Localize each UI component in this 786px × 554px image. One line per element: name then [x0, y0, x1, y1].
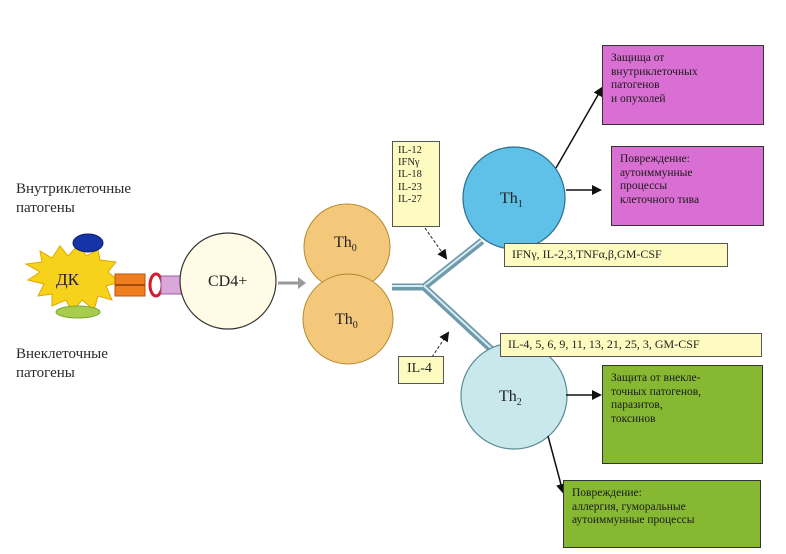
dashed-arrow-th1-inducers — [424, 227, 448, 260]
th1-inducer-cytokines-box: IL-12 IFNγ IL-18 IL-23 IL-27 — [392, 141, 440, 227]
cytokine-il18: IL-18 — [398, 169, 422, 181]
cytokine-il23: IL-23 — [398, 181, 422, 193]
th1-damage-line2: аутоиммунные — [620, 166, 693, 179]
th1-protection-line2: внутриклеточных — [611, 65, 698, 78]
label-intracellular-line1: Внутриклеточные — [16, 181, 132, 197]
th1-base: Th — [500, 190, 518, 207]
th2-base: Th — [499, 388, 517, 405]
dashed-arrow-il4 — [431, 331, 450, 358]
il4-box: IL-4 — [398, 356, 444, 384]
th0-top-label: Th0 — [334, 234, 357, 254]
th1-damage-line1: Повреждение: — [620, 153, 690, 165]
label-extracellular-line2: патогены — [16, 365, 75, 381]
tube-to-th2-highlight — [423, 285, 493, 350]
cytokine-il12: IL-12 — [398, 145, 422, 156]
label-intracellular-line2: патогены — [16, 200, 75, 216]
th1-damage-box: Повреждение: аутоиммунные процессы клето… — [611, 146, 764, 226]
th0-bottom-label: Th0 — [335, 311, 358, 331]
th2-damage-line3: аутоиммунные процессы — [572, 514, 695, 526]
th2-damage-line1: Повреждение: — [572, 487, 642, 499]
th1-label: Th1 — [500, 190, 523, 210]
th0-bottom-base: Th — [335, 311, 353, 328]
th1-protection-line1: Защища от — [611, 52, 665, 64]
th2-products-box: IL-4, 5, 6, 9, 11, 13, 21, 25, 3, GM-CSF — [500, 333, 762, 357]
th2-protection-line1: Защита от внекле- — [611, 372, 701, 384]
tcr-red-ring — [148, 272, 164, 298]
arrow-th1-to-protection — [555, 86, 603, 169]
th1-sub: 1 — [518, 199, 523, 210]
cytokine-il27: IL-27 — [398, 193, 422, 205]
th0-top-sub: 0 — [352, 243, 357, 254]
th1-protection-line3: патогенов — [611, 79, 660, 91]
th0-top-base: Th — [334, 234, 352, 251]
cd4-cell — [179, 232, 277, 330]
th1-damage-line3: процессы — [620, 180, 668, 192]
th2-protection-line3: паразитов, — [611, 399, 663, 411]
th2-protection-box: Защита от внекле- точных патогенов, пара… — [602, 365, 763, 464]
th2-protection-line4: токсинов — [611, 412, 656, 425]
th2-label: Th2 — [499, 388, 522, 408]
arrow-cd4-to-th0-head — [298, 277, 306, 289]
th2-damage-box: Повреждение: аллергия, гуморальные аутои… — [563, 480, 761, 548]
cytokine-ifng: IFNγ — [398, 157, 420, 169]
th2-sub: 2 — [517, 397, 522, 408]
arrow-th2-to-damage — [547, 435, 566, 494]
cd4-label: CD4+ — [208, 273, 247, 290]
label-intracellular-pathogens: Внутриклеточные патогены — [16, 180, 131, 218]
th1-damage-line4: клеточного тива — [620, 193, 700, 206]
dc-blue-receptor — [72, 233, 104, 253]
th0-bottom-sub: 0 — [353, 320, 358, 331]
th2-damage-line2: аллергия, гуморальные — [572, 500, 686, 513]
tube-to-th1-highlight — [423, 239, 483, 287]
th2-protection-line2: точных патогенов, — [611, 385, 702, 398]
th1-protection-line4: и опухолей — [611, 92, 666, 105]
th0-cell-bottom — [302, 273, 394, 365]
dc-label: ДК — [56, 270, 80, 289]
dc-green-receptor — [55, 305, 101, 319]
label-extracellular-pathogens: Внеклеточные патогены — [16, 345, 108, 383]
th1-products-box: IFNγ, IL-2,3,TNFα,β,GM-CSF — [504, 243, 728, 267]
label-extracellular-line1: Внеклеточные — [16, 346, 108, 362]
th1-protection-box: Защища от внутриклеточных патогенов и оп… — [602, 45, 764, 125]
